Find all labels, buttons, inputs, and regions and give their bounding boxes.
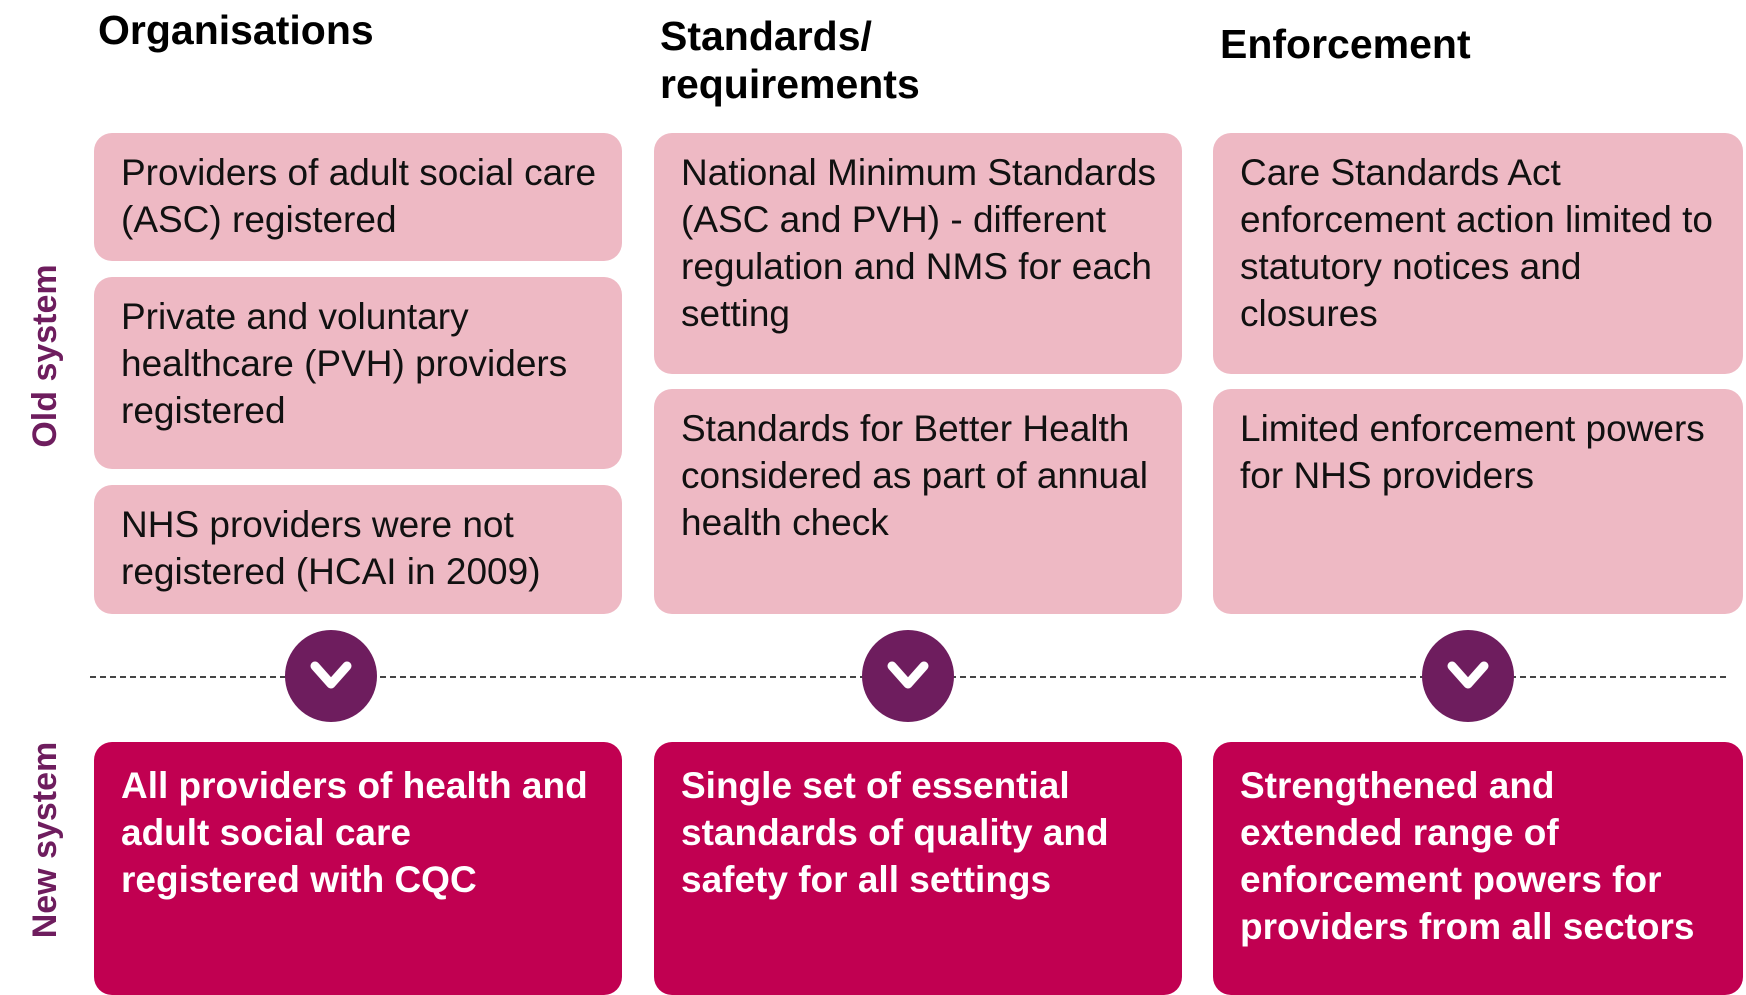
chevron-down-icon bbox=[1422, 630, 1514, 722]
new-organisations-box: All providers of health and adult social… bbox=[94, 742, 622, 995]
row-label-old-system: Old system bbox=[26, 264, 64, 448]
new-standards-box: Single set of essential standards of qua… bbox=[654, 742, 1182, 995]
old-enforcement-box-2: Limited enforcement powers for NHS provi… bbox=[1213, 389, 1743, 614]
old-enforcement-box-1: Care Standards Act enforcement action li… bbox=[1213, 133, 1743, 374]
old-standards-box-2: Standards for Better Health considered a… bbox=[654, 389, 1182, 614]
heading-organisations: Organisations bbox=[98, 7, 374, 53]
old-standards-box-1: National Minimum Standards (ASC and PVH)… bbox=[654, 133, 1182, 374]
heading-enforcement: Enforcement bbox=[1220, 21, 1471, 67]
chevron-down-icon bbox=[285, 630, 377, 722]
old-organisations-box-3: NHS providers were not registered (HCAI … bbox=[94, 485, 622, 614]
chevron-down-icon bbox=[862, 630, 954, 722]
old-organisations-box-1: Providers of adult social care (ASC) reg… bbox=[94, 133, 622, 261]
heading-standards: Standards/ requirements bbox=[660, 13, 920, 107]
old-organisations-box-2: Private and voluntary healthcare (PVH) p… bbox=[94, 277, 622, 469]
row-label-new-system: New system bbox=[26, 741, 64, 939]
new-enforcement-box: Strengthened and extended range of enfor… bbox=[1213, 742, 1743, 995]
